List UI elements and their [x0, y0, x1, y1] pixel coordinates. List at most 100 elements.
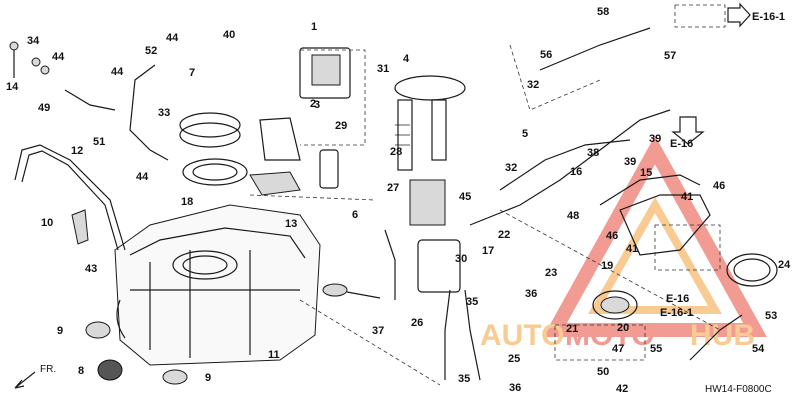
leader-lines: [249, 44, 721, 386]
diagram-code: HW14-F0800C: [705, 384, 772, 395]
callout-13: 13: [285, 218, 297, 230]
callout-11: 11: [268, 349, 280, 361]
callout-44a: 44: [166, 32, 179, 44]
callout-50: 50: [597, 366, 609, 378]
fuel-sender-unit: [394, 75, 466, 171]
drain-plugs: [85, 321, 188, 385]
fuel-tank: [114, 204, 321, 366]
callout-42: 42: [616, 383, 628, 395]
callout-44c: 44: [111, 66, 124, 78]
callout-21: 21: [566, 323, 578, 335]
strap-clip: [71, 209, 89, 245]
callout-15: 15: [640, 167, 652, 179]
callout-41b: 41: [626, 243, 638, 255]
reference-e16-top[interactable]: E-16: [670, 116, 705, 150]
callout-18: 18: [181, 196, 193, 208]
callout-58: 58: [597, 6, 609, 18]
callout-14: 14: [6, 81, 19, 93]
callout-38: 38: [587, 147, 599, 159]
front-direction-arrow: FR.: [14, 364, 56, 389]
callout-57: 57: [664, 50, 676, 62]
callout-24: 24: [778, 259, 791, 271]
reference-e16-1-mid[interactable]: E-16-1: [660, 307, 693, 319]
fuel-filter: [384, 179, 461, 300]
front-direction-label: FR.: [40, 364, 56, 375]
callout-9a: 9: [57, 325, 63, 337]
callout-39b: 39: [649, 133, 661, 145]
callout-19: 19: [601, 260, 613, 272]
callout-6: 6: [352, 209, 358, 221]
callout-8: 8: [78, 365, 84, 377]
callout-34: 34: [27, 35, 40, 47]
watermark-text-auto: AUTO: [480, 319, 564, 352]
callout-labels: 1 2 3 4 5 6 7 8 9 9 10 11 12 13 14 15 16…: [6, 6, 791, 395]
callout-36a: 36: [525, 288, 537, 300]
callout-48: 48: [567, 210, 579, 222]
callout-22: 22: [498, 229, 510, 241]
callout-45: 45: [459, 191, 471, 203]
callout-28: 28: [390, 146, 402, 158]
callout-1: 1: [311, 21, 317, 33]
breather-hoses: [64, 64, 169, 161]
bolts: [9, 41, 50, 78]
reference-e16-1-mid-label: E-16-1: [660, 307, 693, 319]
watermark-triangle-outer: [543, 135, 767, 337]
callout-26: 26: [411, 317, 423, 329]
callout-41a: 41: [681, 191, 693, 203]
callout-40: 40: [223, 29, 235, 41]
reference-e16-1-top[interactable]: E-16-1: [674, 2, 785, 28]
callout-47: 47: [612, 343, 624, 355]
callout-5: 5: [522, 128, 528, 140]
callout-12: 12: [71, 145, 83, 157]
callout-20: 20: [617, 322, 629, 334]
callout-43: 43: [85, 263, 97, 275]
callout-25: 25: [508, 353, 520, 365]
reference-e16-mid-label: E-16: [666, 293, 689, 305]
watermark: AUTO MOTO HUB: [480, 135, 767, 352]
callout-23: 23: [545, 267, 557, 279]
callout-16: 16: [570, 166, 582, 178]
callout-49: 49: [38, 102, 50, 114]
callout-46a: 46: [713, 180, 725, 192]
callout-33: 33: [158, 107, 170, 119]
callout-27: 27: [387, 182, 399, 194]
callout-4: 4: [403, 53, 410, 65]
filler-cap: [592, 290, 638, 320]
watermark-text-moto: MOTO: [565, 319, 654, 352]
retaining-ring: [179, 112, 248, 186]
float-arm: [322, 283, 381, 299]
callout-44b: 44: [52, 51, 65, 63]
callout-7: 7: [189, 67, 195, 79]
callout-52: 52: [145, 45, 157, 57]
callout-32a: 32: [527, 79, 539, 91]
callout-17: 17: [482, 245, 494, 257]
callout-54: 54: [752, 343, 765, 355]
reference-e16-top-label: E-16: [670, 138, 693, 150]
callout-35a: 35: [466, 296, 478, 308]
tank-strap: [14, 144, 126, 251]
callout-32b: 32: [505, 162, 517, 174]
callout-51: 51: [93, 136, 105, 148]
callout-36b: 36: [509, 382, 521, 394]
callout-37: 37: [372, 325, 384, 337]
callout-44d: 44: [136, 171, 149, 183]
callout-2: 2: [310, 98, 316, 110]
filler-pipe: [619, 194, 778, 287]
callout-10: 10: [41, 217, 53, 229]
callout-39a: 39: [624, 156, 636, 168]
reference-e16-mid[interactable]: E-16: [666, 293, 689, 305]
callout-9b: 9: [205, 372, 211, 384]
fuel-pump-module: [249, 47, 351, 196]
callout-56: 56: [540, 49, 552, 61]
callout-35b: 35: [458, 373, 470, 385]
fuel-lines: [469, 27, 701, 226]
callout-53: 53: [765, 310, 777, 322]
drain-hoses: [444, 289, 743, 381]
watermark-triangle-inner: [588, 196, 722, 314]
callout-3: 3: [314, 99, 320, 111]
reference-e16-1-top-label: E-16-1: [752, 11, 785, 23]
callout-30: 30: [455, 253, 467, 265]
callout-31: 31: [377, 63, 389, 75]
callout-29: 29: [335, 120, 347, 132]
